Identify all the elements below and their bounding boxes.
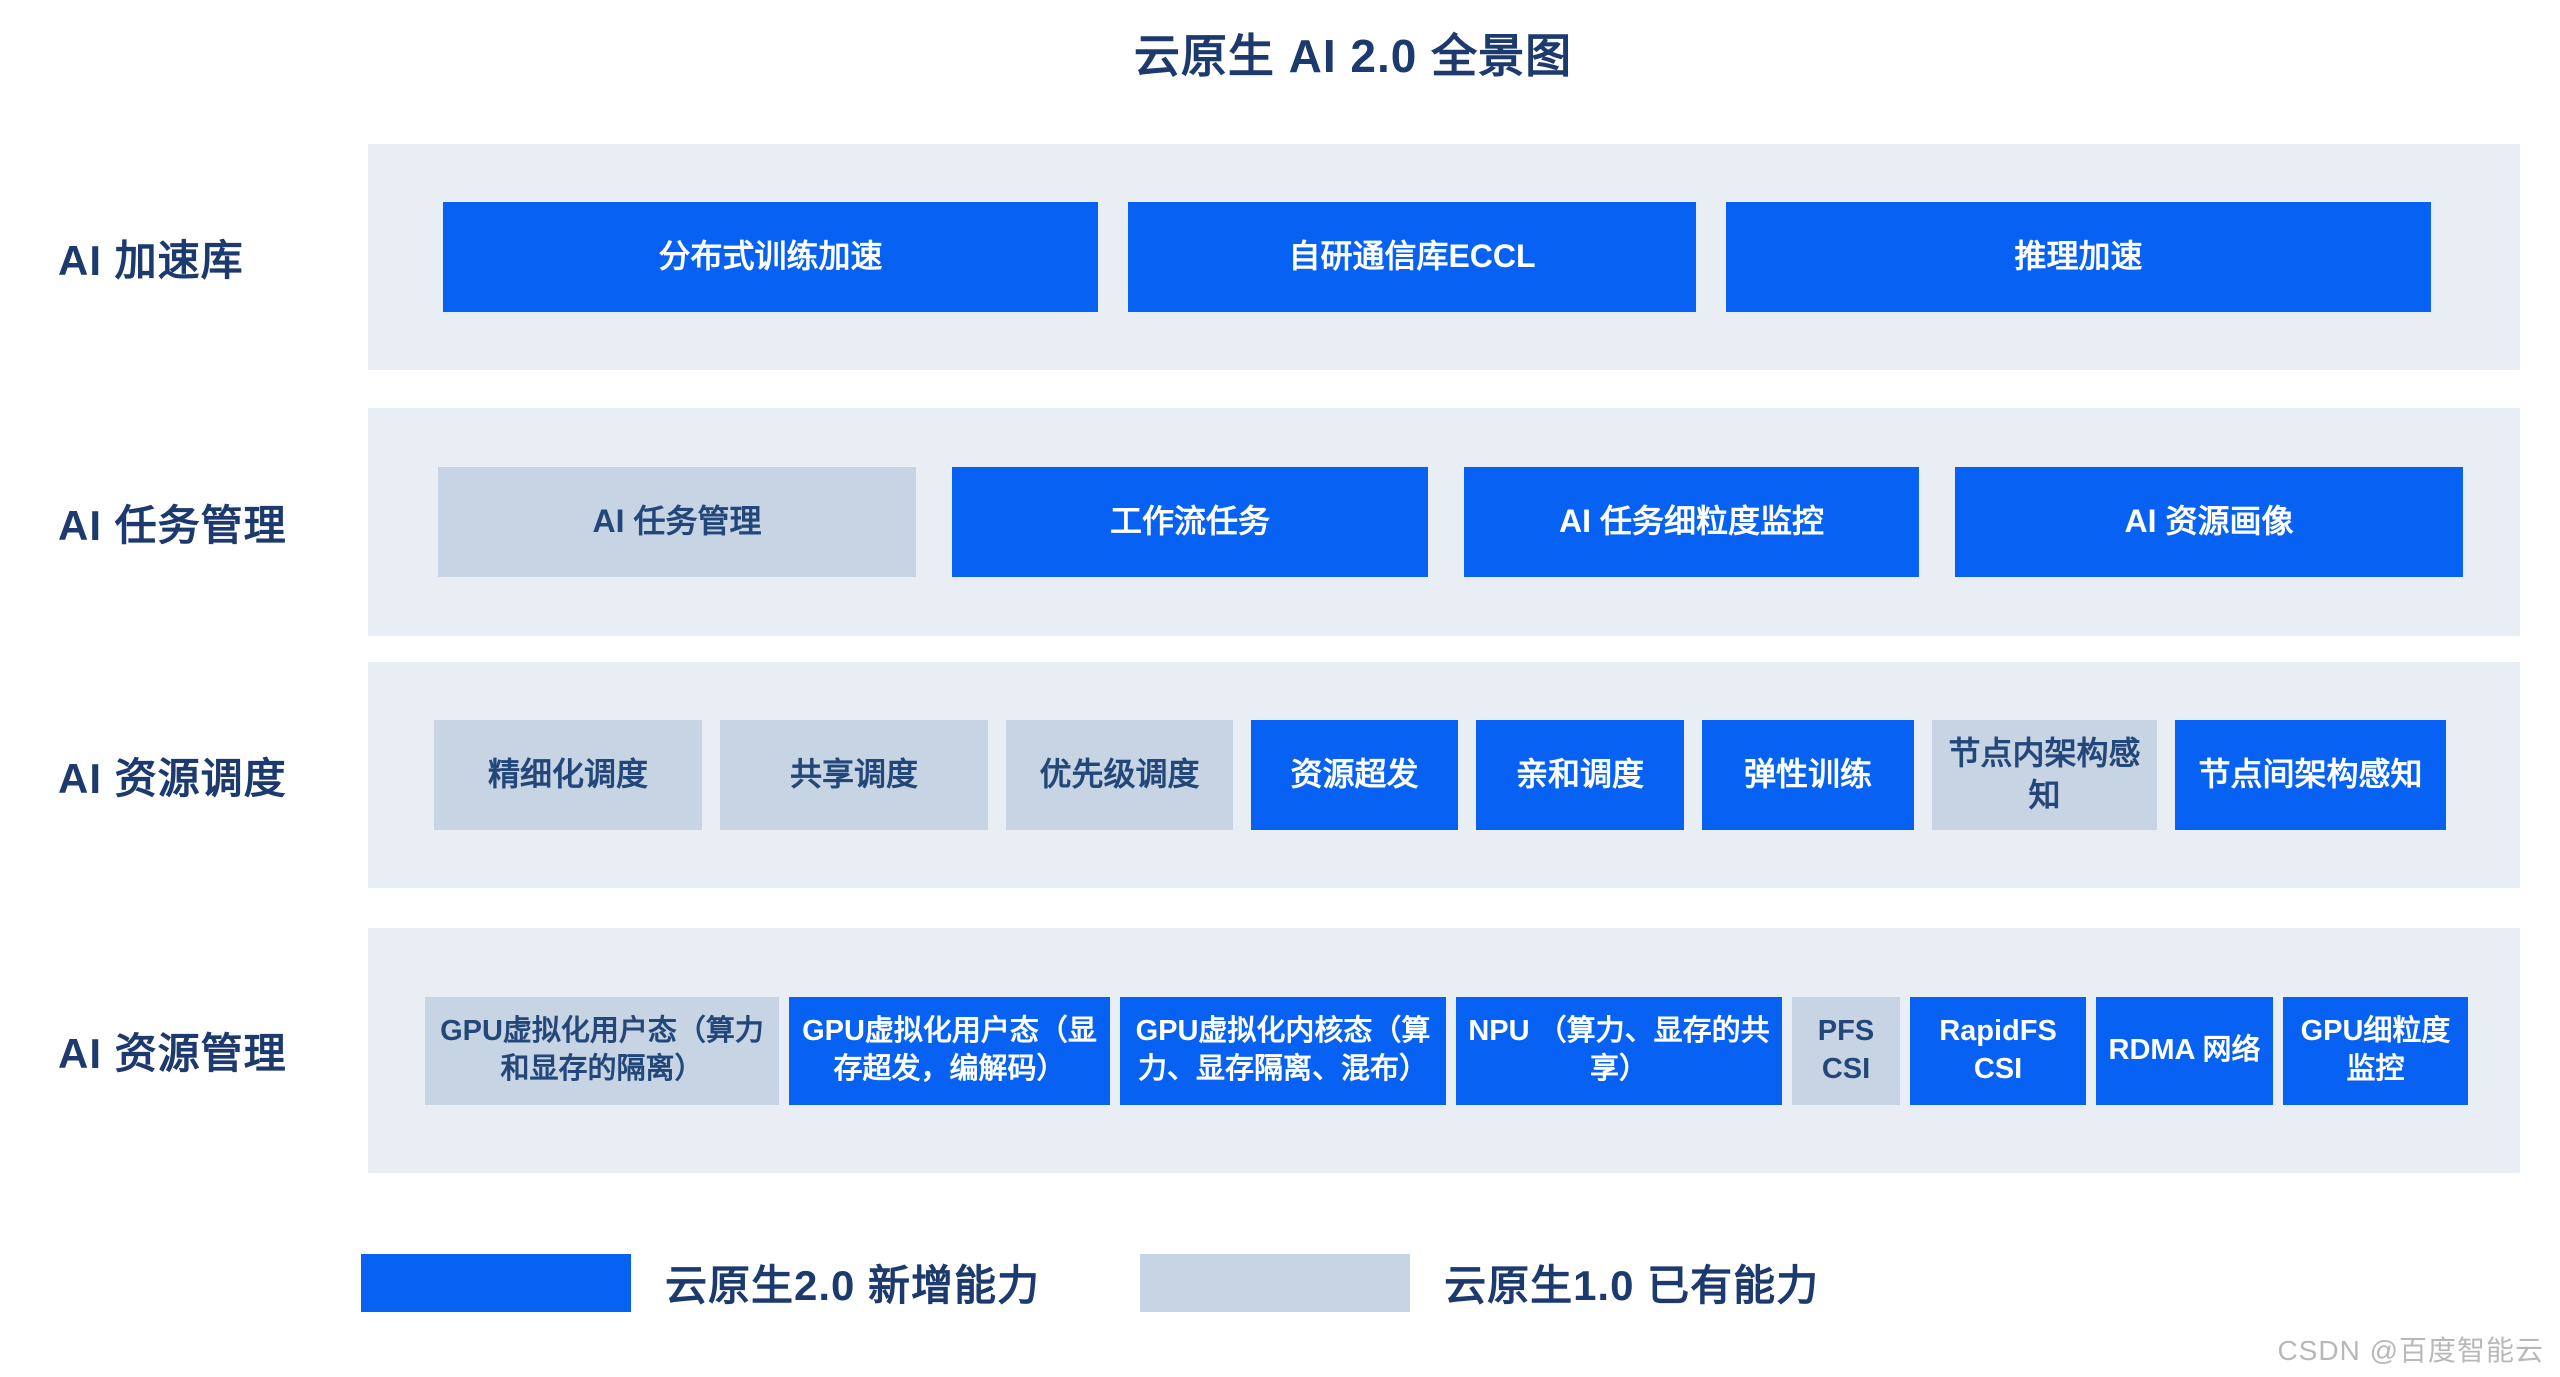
box-gpu-virtualization-userspace-isolation: GPU虚拟化用户态（算力和显存的隔离） [425, 996, 779, 1105]
row-tray-ai-task-management: AI 任务管理 工作流任务 AI 任务细粒度监控 AI 资源画像 [368, 408, 2520, 636]
box-npu-compute-memory-sharing: NPU （算力、显存的共享） [1456, 996, 1782, 1105]
row-label-ai-resource-scheduling: AI 资源调度 [58, 754, 287, 802]
row-tray-ai-acceleration-library: 分布式训练加速 自研通信库ECCL 推理加速 [368, 144, 2520, 370]
box-affinity-scheduling: 亲和调度 [1476, 720, 1684, 830]
legend-swatch-new-capability [361, 1253, 631, 1312]
box-eccl-communication-library: 自研通信库ECCL [1128, 202, 1696, 312]
legend-item-existing-capability: 云原生1.0 已有能力 [1140, 1252, 1819, 1313]
box-ai-resource-profiling: AI 资源画像 [1955, 467, 2463, 577]
legend-swatch-existing-capability [1140, 1253, 1411, 1312]
row-ai-acceleration-library: AI 加速库 分布式训练加速 自研通信库ECCL 推理加速 [0, 144, 2560, 370]
box-rapidfs-csi: RapidFS CSI [1910, 996, 2086, 1105]
box-gpu-fine-grained-monitoring: GPU细粒度监控 [2283, 996, 2468, 1105]
legend-label-new-capability: 云原生2.0 新增能力 [665, 1262, 1041, 1309]
page-title: 云原生 AI 2.0 全景图 [1133, 30, 1573, 82]
box-shared-scheduling: 共享调度 [720, 720, 988, 830]
box-gpu-virtualization-userspace-oversub-codec: GPU虚拟化用户态（显存超发，编解码） [789, 996, 1110, 1105]
box-gpu-virtualization-kernel-mode: GPU虚拟化内核态（算力、显存隔离、混布） [1120, 996, 1446, 1105]
box-resource-oversubscription: 资源超发 [1251, 720, 1458, 830]
box-pfs-csi: PFS CSI [1792, 996, 1900, 1105]
box-fine-grained-scheduling: 精细化调度 [434, 720, 702, 830]
row-label-ai-resource-management: AI 资源管理 [58, 1030, 287, 1077]
row-ai-resource-management: AI 资源管理 GPU虚拟化用户态（算力和显存的隔离） GPU虚拟化用户态（显存… [0, 928, 2560, 1173]
box-rdma-network: RDMA 网络 [2096, 996, 2273, 1105]
box-inference-acceleration: 推理加速 [1726, 202, 2431, 312]
box-distributed-training-acceleration: 分布式训练加速 [443, 202, 1098, 312]
box-ai-task-management: AI 任务管理 [438, 467, 916, 577]
box-workflow-tasks: 工作流任务 [952, 467, 1428, 577]
legend-label-existing-capability: 云原生1.0 已有能力 [1444, 1262, 1820, 1309]
row-tray-ai-resource-management: GPU虚拟化用户态（算力和显存的隔离） GPU虚拟化用户态（显存超发，编解码） … [368, 928, 2520, 1173]
row-label-ai-acceleration-library: AI 加速库 [58, 236, 244, 284]
box-priority-scheduling: 优先级调度 [1006, 720, 1233, 830]
row-ai-task-management: AI 任务管理 AI 任务管理 工作流任务 AI 任务细粒度监控 AI 资源画像 [0, 408, 2560, 636]
row-tray-ai-resource-scheduling: 精细化调度 共享调度 优先级调度 资源超发 亲和调度 弹性训练 节点内架构感知 … [368, 662, 2520, 888]
row-ai-resource-scheduling: AI 资源调度 精细化调度 共享调度 优先级调度 资源超发 亲和调度 弹性训练 … [0, 662, 2560, 888]
watermark: CSDN @百度智能云 [2277, 1335, 2544, 1366]
legend: 云原生2.0 新增能力 云原生1.0 已有能力 [361, 1252, 1919, 1313]
row-label-ai-task-management: AI 任务管理 [58, 501, 287, 549]
legend-item-new-capability: 云原生2.0 新增能力 [361, 1252, 1040, 1313]
box-elastic-training: 弹性训练 [1702, 720, 1914, 830]
box-intra-node-architecture-awareness: 节点内架构感知 [1932, 720, 2157, 830]
box-inter-node-architecture-awareness: 节点间架构感知 [2175, 720, 2446, 830]
box-ai-task-fine-grained-monitoring: AI 任务细粒度监控 [1464, 467, 1919, 577]
